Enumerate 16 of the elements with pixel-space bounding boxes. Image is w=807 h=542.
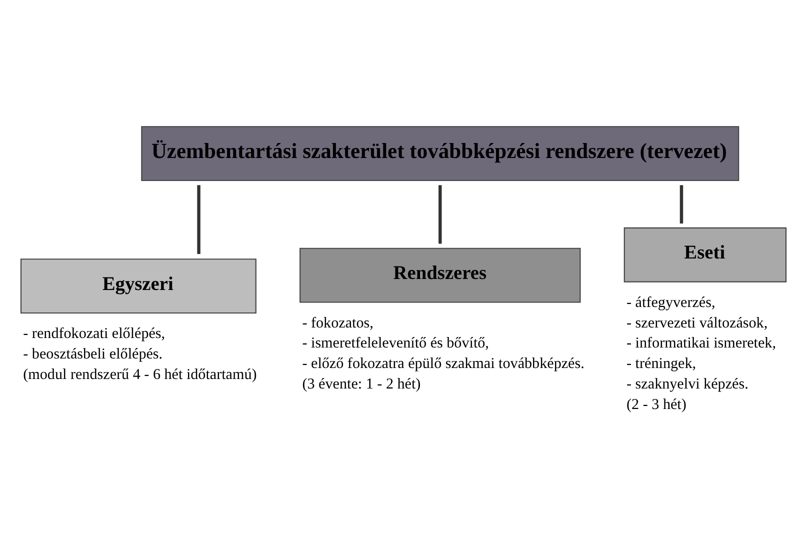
node-label: (2 - 3 hét) [626, 397, 686, 414]
node-label: - informatikai ismeretek, [626, 336, 776, 352]
connector [197, 185, 200, 254]
connector [438, 185, 442, 244]
node-label: - előző fokozatra épülő szakmai továbbképzés. [302, 356, 584, 372]
node-label: (modul rendszerű 4 - 6 hét időtartamú) [23, 366, 257, 383]
node-label: - szervezeti változások, [626, 315, 768, 332]
node-label: - beosztásbeli előlépés. [23, 346, 163, 362]
node-label: - szaknyelvi képzés. [626, 376, 748, 393]
node-label: - fokozatos, [302, 315, 374, 332]
node-label: - ismeretfelelevenítő és bővítő, [302, 336, 489, 352]
node-label: - tréningek, [626, 356, 696, 372]
node-label: (3 évente: 1 - 2 hét) [302, 376, 421, 393]
node-label: - rendfokozati előlépés, [23, 326, 166, 342]
node-label: - átfegyverzés, [626, 294, 716, 311]
connector [680, 185, 684, 224]
